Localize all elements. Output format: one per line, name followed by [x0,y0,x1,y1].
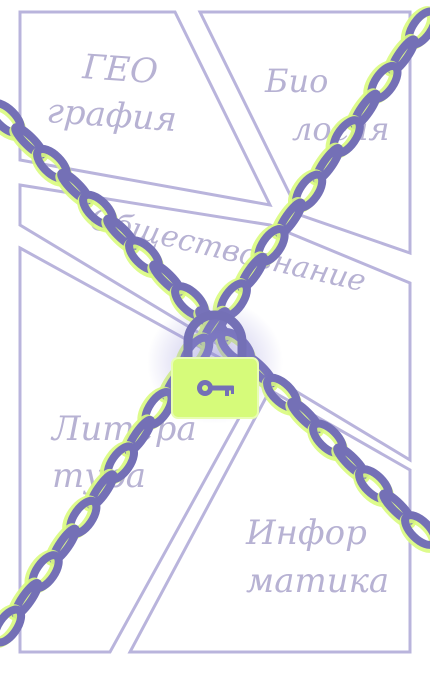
label-biology-1: Био [264,62,328,100]
padlock[interactable] [147,300,283,424]
label-geography-1: ГЕО [80,47,159,92]
panel-geography [18,10,273,208]
label-informatics-1: Инфор [245,513,367,553]
chain-top-left-to-bottom-right [0,99,430,553]
chain-link-ring [0,605,26,647]
panel-biology [197,10,412,256]
label-geography-2: графия [45,91,178,140]
label-informatics-2: матика [246,561,389,601]
chain-link-ring [401,511,430,549]
padlock-shackle [183,310,247,367]
chain-link [399,511,430,553]
key-icon [197,380,234,396]
chain-link [0,604,26,649]
